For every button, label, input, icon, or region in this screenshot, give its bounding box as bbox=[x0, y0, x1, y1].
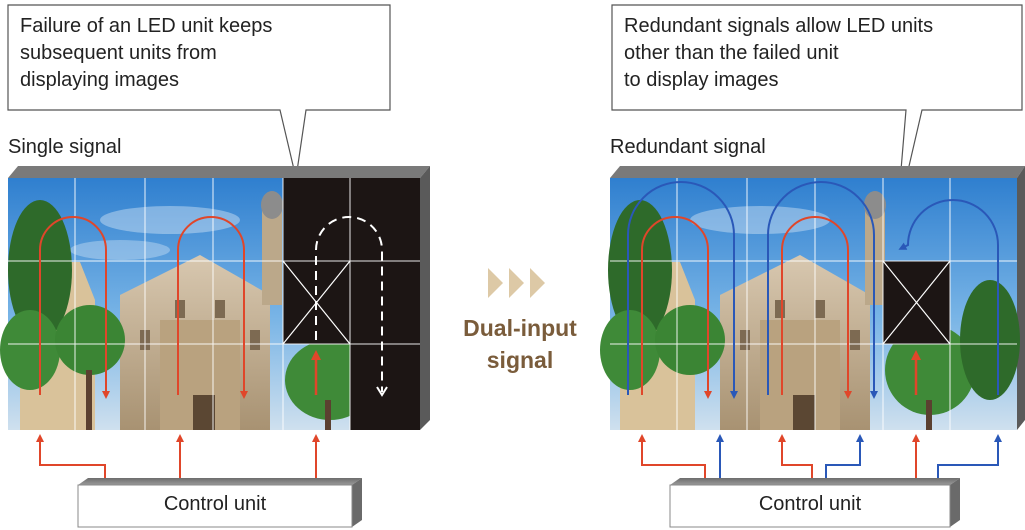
left-dashed-path bbox=[315, 216, 388, 397]
center-label-line2: signal bbox=[486, 347, 554, 373]
left-callout-bubble bbox=[7, 4, 391, 179]
right-red-path-1 bbox=[641, 216, 712, 399]
triple-chevron-right-icon bbox=[488, 268, 545, 298]
right-callout-bubble bbox=[611, 4, 1023, 219]
right-red-path-2 bbox=[781, 216, 852, 399]
left-signal-label: Single signal bbox=[8, 136, 122, 158]
right-connections bbox=[638, 434, 1002, 485]
right-blue-path-1 bbox=[627, 181, 738, 399]
right-callout-text: Redundant signals allow LED units other … bbox=[624, 15, 934, 91]
right-blue-path-3 bbox=[898, 199, 999, 395]
left-callout-text: Failure of an LED unit keeps subsequent … bbox=[20, 15, 273, 91]
left-control-unit-label: Control unit bbox=[163, 493, 267, 515]
right-control-unit-label: Control unit bbox=[758, 493, 862, 515]
left-dark-column bbox=[350, 178, 420, 430]
center-label-line1: Dual-input bbox=[463, 315, 577, 341]
left-red-path-1 bbox=[39, 216, 110, 399]
center-label: Dual-input signal bbox=[440, 312, 600, 376]
left-connections bbox=[36, 434, 320, 485]
right-signal-label: Redundant signal bbox=[610, 136, 766, 158]
right-led-wall bbox=[600, 166, 1025, 430]
left-led-wall bbox=[0, 166, 430, 430]
right-failure-x-mark bbox=[882, 260, 951, 345]
left-red-path-2 bbox=[177, 216, 248, 399]
right-blue-path-2 bbox=[767, 181, 878, 399]
right-control-unit-box bbox=[669, 478, 960, 528]
left-control-unit-box bbox=[77, 478, 362, 528]
